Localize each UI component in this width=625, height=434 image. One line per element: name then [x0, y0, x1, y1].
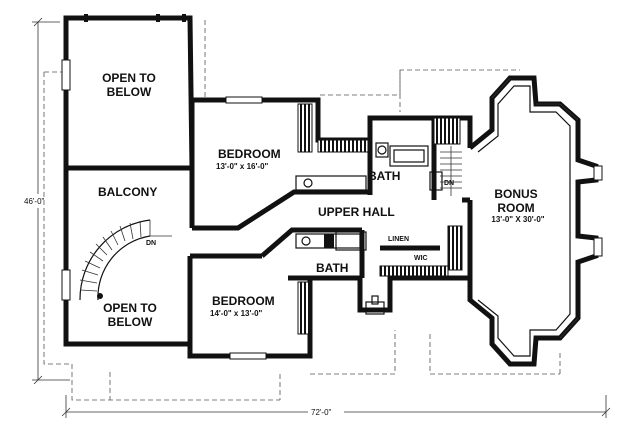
- bonus-room-line2: ROOM: [497, 201, 534, 215]
- open-below-bottom-line1: OPEN TO: [103, 301, 157, 315]
- hall-dn-label: DN: [444, 180, 454, 187]
- curved-stair: [79, 219, 172, 301]
- closets: [297, 103, 463, 335]
- bedroom1-size: 13'-0" x 16'-0": [216, 162, 269, 171]
- width-label: 72'-0": [311, 408, 332, 417]
- roof-outline: [43, 20, 561, 401]
- bedroom2-size: 14'-0" x 13'-0": [210, 309, 263, 318]
- bedroom1-label: BEDROOM: [218, 147, 281, 161]
- bonus-room-line1: BONUS: [494, 187, 537, 201]
- fixtures: [295, 142, 462, 315]
- windows: [61, 14, 603, 360]
- room-labels: OPEN TO BELOW BEDROOM 13'-0" x 16'-0" BA…: [98, 71, 545, 329]
- bonus-room-walls: [467, 75, 599, 367]
- bath1-label: BATH: [368, 169, 400, 183]
- bath2-label: BATH: [316, 261, 348, 275]
- bonus-room-size: 13'-0" X 30'-0": [491, 215, 544, 224]
- wic-label: WIC: [414, 255, 428, 262]
- dimension-width: 72'-0": [61, 395, 611, 418]
- open-below-top-line2: BELOW: [107, 85, 152, 99]
- depth-label: 46'-0": [24, 197, 45, 206]
- bedroom2-label: BEDROOM: [212, 294, 275, 308]
- upper-hall-label: UPPER HALL: [318, 205, 395, 219]
- open-below-top-line1: OPEN TO: [102, 71, 156, 85]
- dimension-depth: 46'-0": [22, 17, 70, 385]
- stair-dn-label: DN: [146, 240, 156, 247]
- linen-label: LINEN: [388, 236, 409, 243]
- open-below-bottom-line2: BELOW: [108, 315, 153, 329]
- balcony-label: BALCONY: [98, 185, 157, 199]
